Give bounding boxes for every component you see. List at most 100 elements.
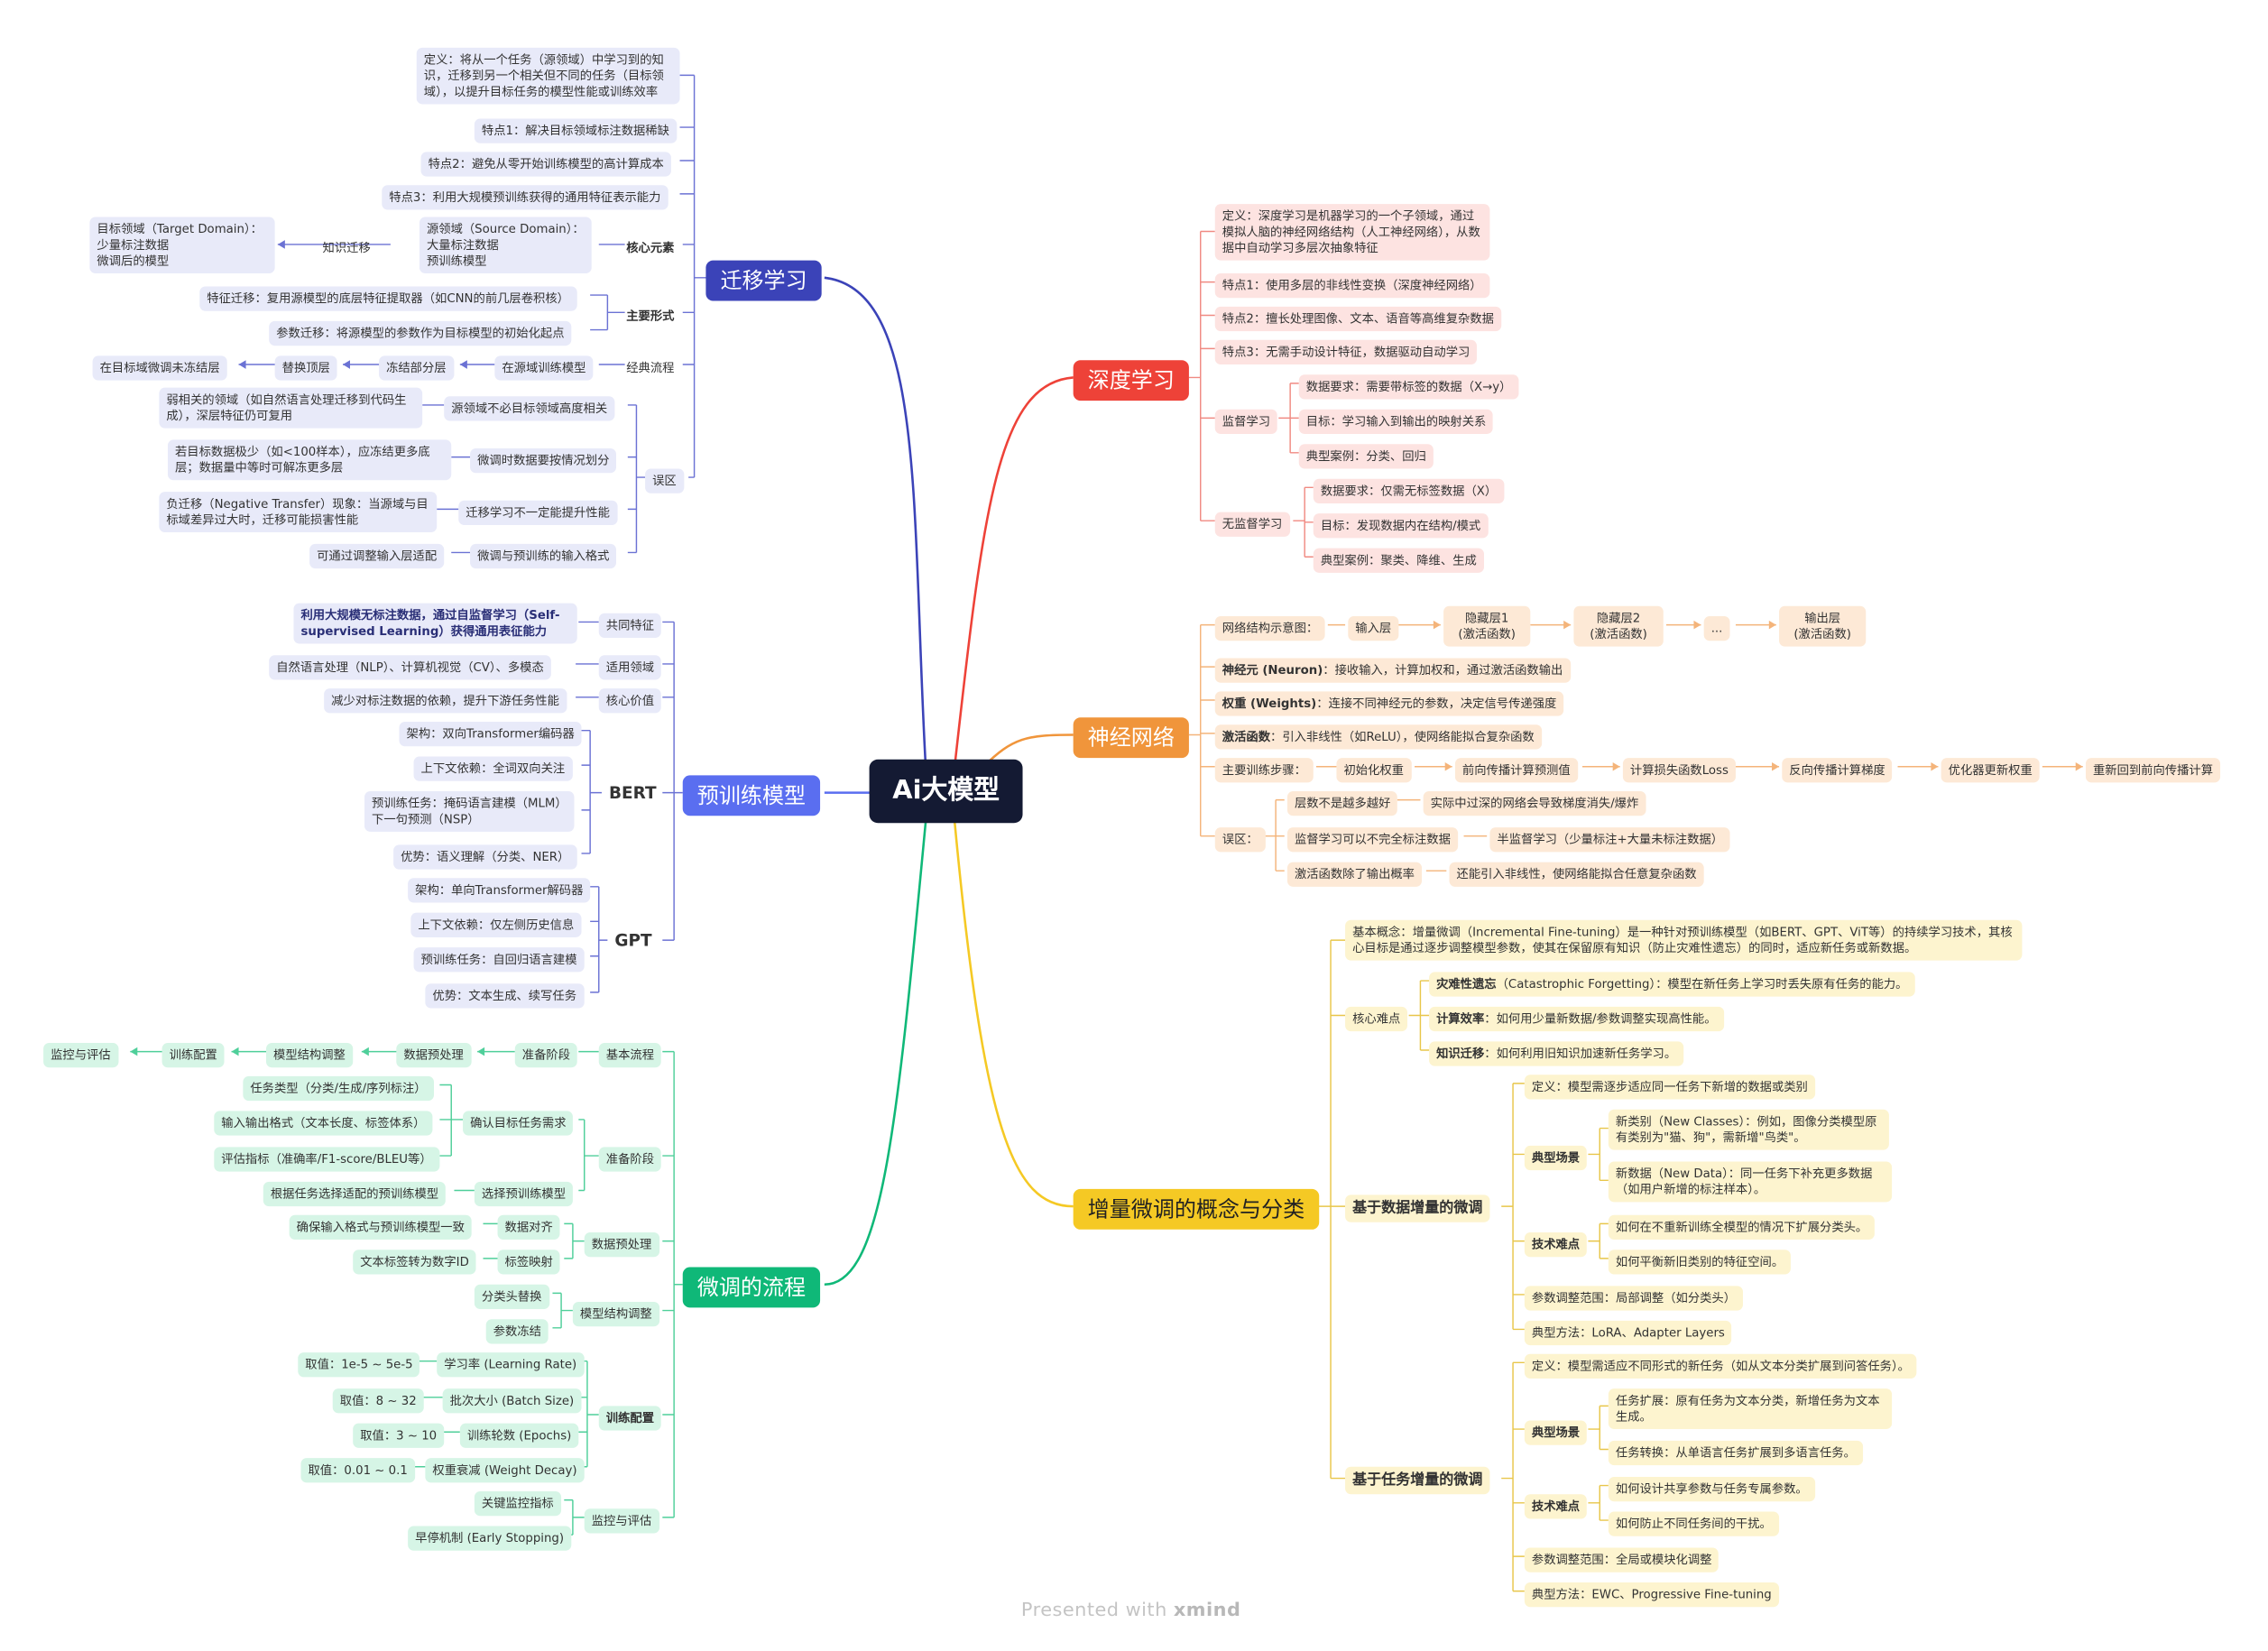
- incremental-data-based[interactable]: 基于数据增量的微调: [1345, 1194, 1490, 1222]
- root-node[interactable]: Ai大模型: [869, 759, 1023, 824]
- task-based-scenes[interactable]: 典型场景: [1524, 1420, 1588, 1445]
- flow-monitor-eval[interactable]: 监控与评估: [43, 1042, 118, 1068]
- transfer-mis-2-note[interactable]: 若目标数据极少（如<100样本），应冻结更多底层；数据量中等时可解冻更多层: [167, 439, 452, 481]
- neural-mis-1[interactable]: 层数不是越多越好: [1286, 791, 1398, 816]
- branch-transfer-learning[interactable]: 迁移学习: [705, 260, 822, 301]
- neural-step-3[interactable]: 计算损失函数Loss: [1622, 758, 1736, 783]
- transfer-classic-flow[interactable]: 经典流程: [626, 360, 675, 375]
- data-based-tech-1[interactable]: 如何在不重新训练全模型的情况下扩展分类头。: [1608, 1214, 1876, 1241]
- prep-choose-model[interactable]: 选择预训练模型: [474, 1181, 574, 1207]
- gpt-advantage[interactable]: 优势：文本生成、续写任务: [425, 983, 585, 1009]
- neural-step-5[interactable]: 优化器更新权重: [1941, 758, 2040, 783]
- task-based-scene-1[interactable]: 任务扩展：原有任务为文本分类，新增任务为文本生成。: [1608, 1388, 1893, 1430]
- data-based-methods[interactable]: 典型方法：LoRA、Adapter Layers: [1524, 1320, 1732, 1346]
- pretrain-gpt[interactable]: GPT: [614, 929, 652, 951]
- pretrain-common[interactable]: 共同特征: [598, 613, 662, 639]
- task-based-tech-2[interactable]: 如何防止不同任务间的干扰。: [1608, 1511, 1779, 1536]
- transfer-definition[interactable]: 定义：将从一个任务（源领域）中学习到的知识，迁移到另一个相关但不同的任务（目标领…: [416, 47, 680, 105]
- deep-unsupervised-goal[interactable]: 目标：发现数据内在结构/模式: [1313, 513, 1489, 539]
- data-based-scenes[interactable]: 典型场景: [1524, 1145, 1588, 1171]
- flow-train-config[interactable]: 训练配置: [161, 1042, 225, 1068]
- label-map-note[interactable]: 文本标签转为数字ID: [353, 1250, 476, 1275]
- pretrain-core-value[interactable]: 核心价值: [598, 688, 662, 714]
- task-based-scope[interactable]: 参数调整范围：全局或模块化调整: [1524, 1547, 1719, 1573]
- monitor-key-metrics[interactable]: 关键监控指标: [474, 1491, 561, 1517]
- deep-unsupervised-cases[interactable]: 典型案例：聚类、降维、生成: [1313, 548, 1484, 573]
- transfer-flow-step-1[interactable]: 在源域训练模型: [494, 355, 594, 381]
- pretrain-core-value-text[interactable]: 减少对标注数据的依赖，提升下游任务性能: [324, 688, 567, 714]
- transfer-mis-2[interactable]: 微调时数据要按情况划分: [470, 448, 617, 474]
- task-based-methods[interactable]: 典型方法：EWC、Progressive Fine-tuning: [1524, 1582, 1779, 1608]
- cfg-batch-size[interactable]: 批次大小 (Batch Size): [442, 1388, 582, 1414]
- cfg-weight-decay[interactable]: 权重衰减 (Weight Decay): [425, 1458, 585, 1483]
- deep-feature-1[interactable]: 特点1：使用多层的非线性变换（深度神经网络）: [1214, 273, 1489, 299]
- struct-head-replace[interactable]: 分类头替换: [474, 1284, 549, 1309]
- finetune-prep[interactable]: 准备阶段: [598, 1147, 662, 1172]
- task-based-tech-1[interactable]: 如何设计共享参数与任务专属参数。: [1608, 1476, 1815, 1502]
- deep-feature-3[interactable]: 特点3：无需手动设计特征，数据驱动自动学习: [1214, 339, 1478, 365]
- task-based-definition[interactable]: 定义：模型需适应不同形式的新任务（如从文本分类扩展到问答任务）。: [1524, 1353, 1917, 1379]
- deep-supervised[interactable]: 监督学习: [1214, 409, 1278, 434]
- neural-diagram-label[interactable]: 网络结构示意图：: [1214, 616, 1326, 641]
- pretrain-domains[interactable]: 适用领域: [598, 655, 662, 680]
- neural-output-layer[interactable]: 输出层 (激活函数): [1779, 605, 1867, 647]
- incremental-basic-concept[interactable]: 基本概念：增量微调（Incremental Fine-tuning）是一种针对预…: [1345, 919, 2023, 961]
- prep-io-format[interactable]: 输入输出格式（文本长度、标签体系）: [214, 1111, 433, 1136]
- gpt-architecture[interactable]: 架构：单向Transformer解码器: [408, 878, 591, 903]
- bert-pretrain-task[interactable]: 预训练任务：掩码语言建模（MLM） 下一句预测（NSP）: [364, 791, 575, 832]
- transfer-flow-step-2[interactable]: 冻结部分层: [379, 355, 454, 381]
- pretrain-domains-text[interactable]: 自然语言处理（NLP）、计算机视觉（CV）、多模态: [269, 655, 551, 680]
- cfg-learning-rate-value[interactable]: 取值：1e-5 ~ 5e-5: [298, 1352, 420, 1378]
- bert-advantage[interactable]: 优势：语义理解（分类、NER）: [393, 844, 577, 870]
- data-based-scene-2[interactable]: 新数据（New Data）：同一任务下补充更多数据（如用户新增的标注样本）。: [1608, 1161, 1893, 1203]
- neural-mis-1-note[interactable]: 实际中过深的网络会导致梯度消失/爆炸: [1423, 791, 1646, 816]
- deep-supervised-data[interactable]: 数据要求：需要带标签的数据（X→y）: [1298, 374, 1519, 400]
- cfg-epochs[interactable]: 训练轮数 (Epochs): [459, 1423, 579, 1448]
- deep-supervised-goal[interactable]: 目标：学习输入到输出的映射关系: [1298, 409, 1494, 434]
- transfer-mis-3[interactable]: 迁移学习不一定能提升性能: [458, 500, 617, 525]
- transfer-feature-3[interactable]: 特点3：利用大规模预训练获得的通用特征表示能力: [382, 185, 668, 210]
- transfer-mis-1[interactable]: 源领域不必目标领域高度相关: [444, 396, 615, 421]
- neural-ellipsis[interactable]: ...: [1703, 616, 1730, 641]
- cfg-learning-rate[interactable]: 学习率 (Learning Rate): [437, 1352, 585, 1378]
- data-based-tech[interactable]: 技术难点: [1524, 1232, 1588, 1258]
- finetune-monitor[interactable]: 监控与评估: [584, 1508, 659, 1534]
- pretrain-bert[interactable]: BERT: [608, 782, 657, 803]
- branch-deep-learning[interactable]: 深度学习: [1073, 360, 1189, 401]
- prep-confirm-task[interactable]: 确认目标任务需求: [463, 1111, 574, 1136]
- neural-mis-3[interactable]: 激活函数除了输出概率: [1286, 862, 1423, 887]
- neural-mis-3-note[interactable]: 还能引入非线性，使网络能拟合任意复杂函数: [1449, 862, 1704, 887]
- neural-mis-2[interactable]: 监督学习可以不完全标注数据: [1286, 827, 1458, 853]
- neural-weights-def[interactable]: 权重 (Weights)：连接不同神经元的参数，决定信号传递强度: [1214, 691, 1564, 716]
- data-based-tech-2[interactable]: 如何平衡新旧类别的特征空间。: [1608, 1250, 1792, 1275]
- transfer-flow-step-4[interactable]: 在目标域微调未冻结层: [92, 355, 227, 381]
- transfer-knowledge-transfer[interactable]: 知识迁移: [322, 240, 371, 255]
- transfer-mis-4[interactable]: 微调与预训练的输入格式: [470, 543, 617, 569]
- transfer-flow-step-3[interactable]: 替换顶层: [274, 355, 337, 381]
- data-based-scope[interactable]: 参数调整范围：局部调整（如分类头）: [1524, 1286, 1744, 1311]
- neural-step-4[interactable]: 反向传播计算梯度: [1782, 758, 1893, 783]
- neural-hidden-1[interactable]: 隐藏层1 (激活函数): [1443, 605, 1531, 647]
- transfer-target-domain[interactable]: 目标领域（Target Domain）： 少量标注数据 微调后的模型: [89, 217, 275, 274]
- gpt-pretrain-task[interactable]: 预训练任务：自回归语言建模: [413, 947, 585, 973]
- incremental-diff-2[interactable]: 计算效率：如何用少量新数据/参数调整实现高性能。: [1429, 1006, 1724, 1032]
- transfer-feature-transfer[interactable]: 特征迁移：复用源模型的底层特征提取器（如CNN的前几层卷积核）: [199, 286, 576, 311]
- cfg-weight-decay-value[interactable]: 取值：0.01 ~ 0.1: [300, 1458, 415, 1483]
- neural-neuron-def[interactable]: 神经元 (Neuron)：接收输入，计算加权和，通过激活函数输出: [1214, 658, 1571, 683]
- transfer-mis-4-note[interactable]: 可通过调整输入层适配: [309, 543, 445, 569]
- finetune-data-proc[interactable]: 数据预处理: [584, 1232, 659, 1258]
- transfer-feature-1[interactable]: 特点1：解决目标领域标注数据稀缺: [474, 118, 677, 143]
- deep-unsupervised[interactable]: 无监督学习: [1214, 512, 1290, 537]
- struct-param-freeze[interactable]: 参数冻结: [485, 1319, 549, 1344]
- deep-unsupervised-data[interactable]: 数据要求：仅需无标签数据（X）: [1313, 478, 1505, 503]
- branch-pretrained-models[interactable]: 预训练模型: [682, 775, 821, 816]
- branch-neural-network[interactable]: 神经网络: [1073, 717, 1189, 759]
- finetune-basic-flow[interactable]: 基本流程: [598, 1042, 662, 1068]
- incremental-diff-1[interactable]: 灾难性遗忘（Catastrophic Forgetting）：模型在新任务上学习…: [1429, 972, 1915, 997]
- data-based-definition[interactable]: 定义：模型需逐步适应同一任务下新增的数据或类别: [1524, 1075, 1815, 1100]
- cfg-epochs-value[interactable]: 取值：3 ~ 10: [353, 1423, 445, 1448]
- neural-training-steps[interactable]: 主要训练步骤：: [1214, 758, 1314, 783]
- transfer-source-domain[interactable]: 源领域（Source Domain）： 大量标注数据 预训练模型: [419, 217, 592, 274]
- transfer-feature-2[interactable]: 特点2：避免从零开始训练模型的高计算成本: [420, 152, 671, 177]
- finetune-struct-adjust[interactable]: 模型结构调整: [572, 1301, 659, 1327]
